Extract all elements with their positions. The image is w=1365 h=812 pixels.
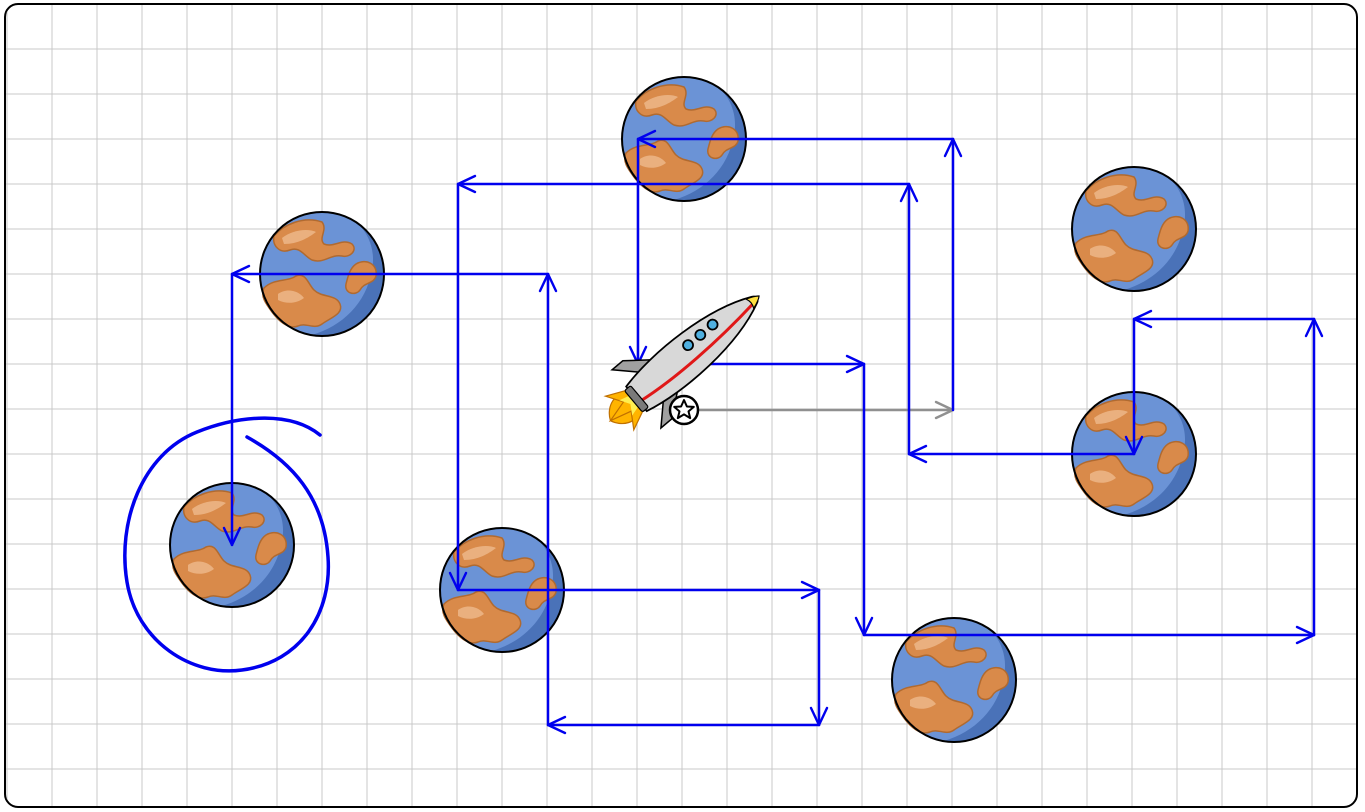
star-circle-icon: [668, 394, 700, 426]
rocket-icon[interactable]: [586, 267, 783, 450]
earth-planet-icon[interactable]: [1071, 166, 1198, 292]
scene-canvas[interactable]: [6, 5, 1358, 808]
path-arrows: [232, 139, 1314, 725]
circle-target-icon: [123, 416, 331, 673]
board-frame: [4, 3, 1358, 808]
earth-planet-icon[interactable]: [891, 617, 1018, 743]
